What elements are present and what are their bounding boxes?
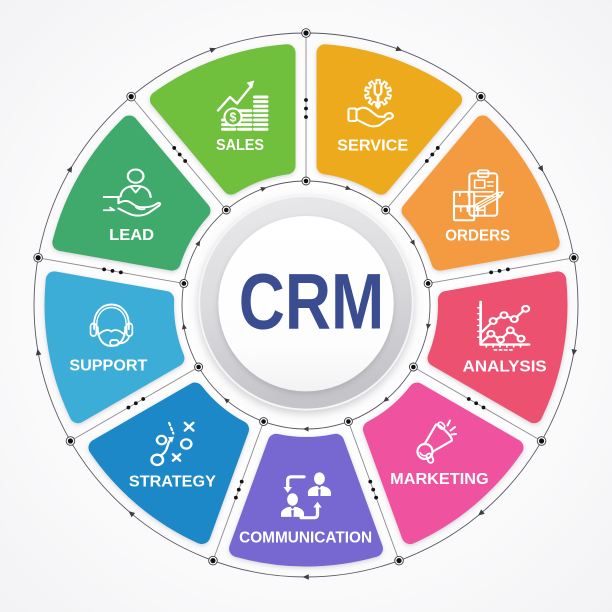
svg-text:COMMUNICATION: COMMUNICATION	[239, 530, 372, 547]
svg-text:ANALYSIS: ANALYSIS	[463, 359, 547, 376]
svg-text:LEAD: LEAD	[109, 227, 154, 244]
svg-text:$: $	[230, 111, 237, 125]
svg-text:SALES: SALES	[216, 137, 264, 154]
svg-text:SERVICE: SERVICE	[337, 138, 408, 155]
svg-text:SUPPORT: SUPPORT	[69, 358, 147, 375]
svg-text:MARKETING: MARKETING	[390, 471, 489, 488]
svg-text:CRM: CRM	[239, 257, 385, 346]
svg-text:ORDERS: ORDERS	[445, 227, 510, 244]
svg-text:STRATEGY: STRATEGY	[129, 474, 216, 491]
